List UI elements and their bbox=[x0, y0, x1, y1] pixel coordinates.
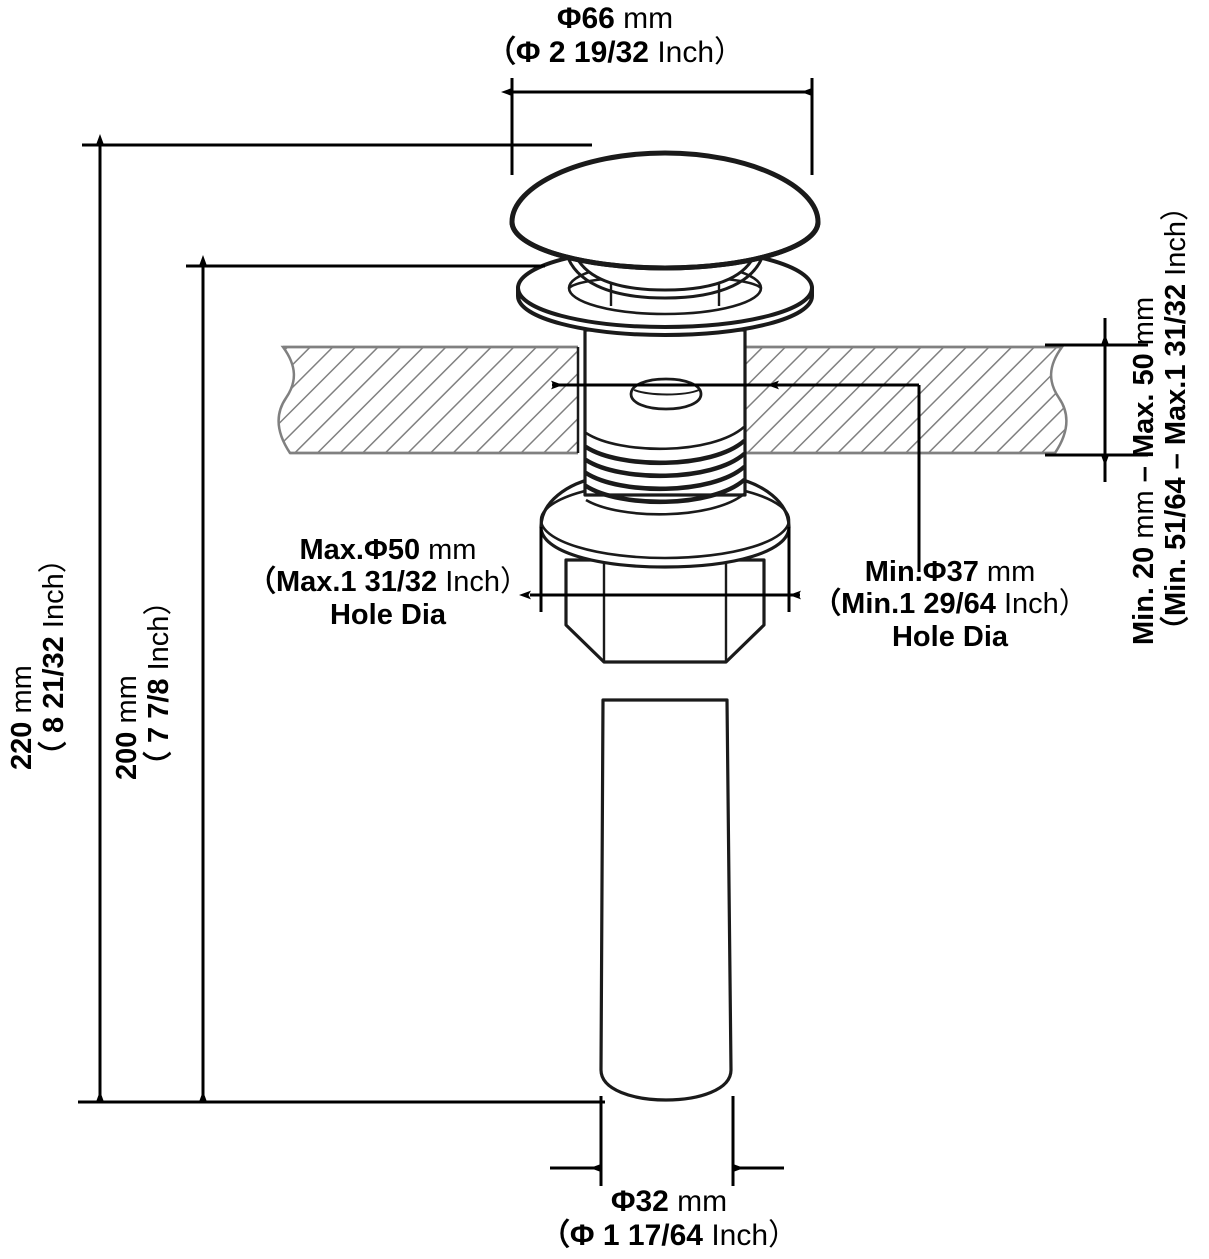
dim-overall-height bbox=[82, 134, 592, 1103]
bottom-diameter-inch-unit: Inch） bbox=[711, 1218, 799, 1252]
min-hole-prefix: Min. bbox=[864, 556, 923, 588]
body-height-inch-unit: Inch） bbox=[143, 586, 176, 671]
min-hole-phi: Φ bbox=[922, 556, 947, 588]
dim-body-height bbox=[186, 255, 545, 1103]
label-bottom-diameter: Φ32 mm （Φ 1 17/64 Inch） bbox=[506, 1185, 832, 1252]
dim-counter-thickness bbox=[1045, 318, 1148, 482]
max-hole-phi: Φ bbox=[364, 534, 388, 566]
overall-height-value: 220 bbox=[6, 721, 38, 770]
dim-bottom-diameter bbox=[550, 1096, 784, 1186]
max-hole-prefix: Max. bbox=[299, 534, 364, 566]
top-diameter-inch: （Φ 2 19/32 bbox=[485, 35, 649, 69]
dim-min-hole bbox=[551, 380, 921, 572]
overall-height-inch-unit: Inch） bbox=[38, 544, 71, 629]
overall-height-unit: mm bbox=[6, 665, 38, 714]
top-diameter-inch-unit: Inch） bbox=[657, 35, 745, 69]
label-min-hole: Min.Φ37 mm （Min.1 29/64 Inch） Hole Dia bbox=[800, 556, 1100, 653]
body-height-unit: mm bbox=[111, 675, 143, 724]
counter-max-unit: mm bbox=[1128, 296, 1160, 346]
bottom-diameter-unit: mm bbox=[677, 1185, 728, 1218]
overall-height-inch: （ 8 21/32 bbox=[38, 636, 71, 770]
body-height-value: 200 bbox=[111, 731, 143, 780]
bottom-diameter-inch: （Φ 1 17/64 bbox=[539, 1218, 703, 1252]
counter-inch: （Min. 51/64 – Max.1 31/32 bbox=[1160, 283, 1193, 645]
min-hole-value: 37 bbox=[946, 556, 979, 588]
bottom-diameter-phi: Φ bbox=[610, 1185, 636, 1218]
counter-min: Min. 20 bbox=[1128, 546, 1160, 645]
stopper-cap bbox=[509, 150, 821, 271]
bottom-diameter-value: 32 bbox=[635, 1185, 669, 1218]
label-body-height: 200 mm （ 7 7/8 Inch） bbox=[111, 587, 176, 780]
min-hole-caption: Hole Dia bbox=[891, 620, 1009, 653]
hex-nut bbox=[564, 558, 766, 664]
max-hole-value: 50 bbox=[387, 534, 421, 566]
min-hole-unit: mm bbox=[986, 556, 1036, 588]
dimension-lines bbox=[78, 78, 1148, 1186]
top-diameter-unit: mm bbox=[623, 2, 674, 35]
max-hole-caption: Hole Dia bbox=[329, 598, 447, 631]
label-max-hole: Max.Φ50 mm （Max.1 31/32 Inch） Hole Dia bbox=[228, 534, 548, 631]
counter-max: – Max. 50 bbox=[1128, 353, 1160, 483]
drain-assembly bbox=[509, 150, 821, 1102]
thread-lines bbox=[585, 426, 745, 516]
tailpiece bbox=[599, 698, 733, 1102]
top-diameter-phi: Φ bbox=[556, 2, 582, 35]
counter-min-unit: mm bbox=[1128, 490, 1160, 539]
min-hole-inch-unit: Inch） bbox=[1003, 588, 1088, 621]
body-height-inch: （ 7 7/8 bbox=[143, 678, 176, 780]
top-diameter-value: 66 bbox=[581, 2, 615, 35]
counter-inch-unit: Inch） bbox=[1160, 192, 1193, 276]
dim-max-hole bbox=[519, 527, 801, 612]
max-hole-inch-unit: Inch） bbox=[445, 566, 530, 599]
dim-top-diameter bbox=[501, 78, 814, 175]
max-hole-inch: （Max.1 31/32 bbox=[246, 566, 438, 599]
min-hole-inch: （Min.1 29/64 bbox=[812, 588, 996, 621]
max-hole-unit: mm bbox=[428, 534, 477, 566]
label-counter-thickness: Min. 20 mm – Max. 50 mm （Min. 51/64 – Ma… bbox=[1128, 192, 1193, 645]
label-overall-height: 220 mm （ 8 21/32 Inch） bbox=[6, 544, 71, 770]
label-top-diameter: Φ66 mm （Φ 2 19/32 Inch） bbox=[452, 2, 778, 69]
